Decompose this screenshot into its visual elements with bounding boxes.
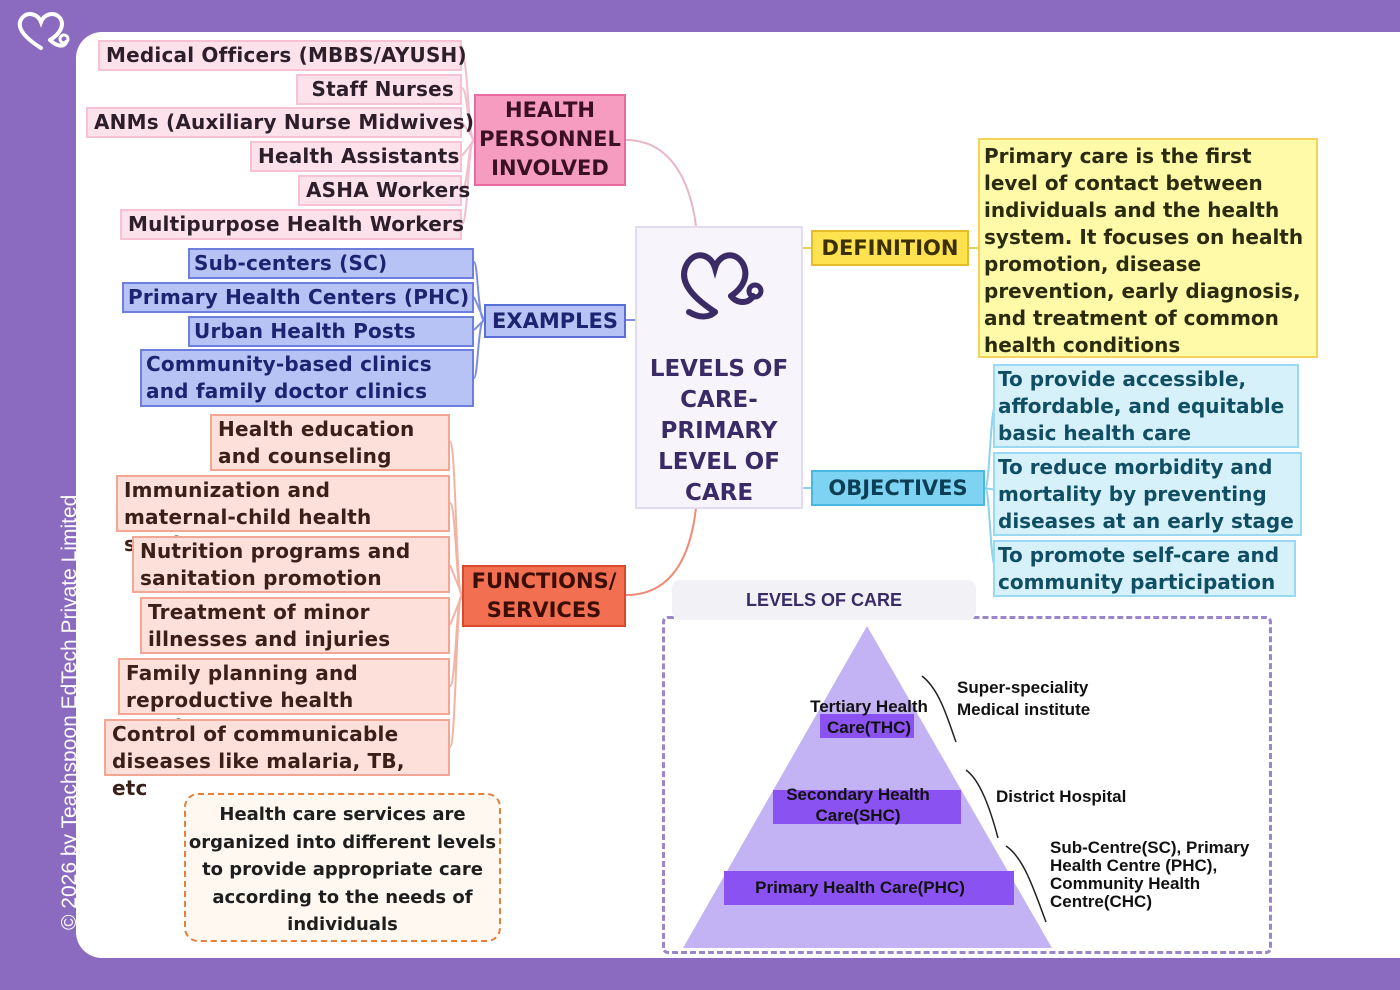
function-item: Nutrition programs and sanitation promot… (132, 536, 450, 593)
heart-logo-icon (17, 12, 70, 50)
info-note: Health care services are organized into … (184, 793, 501, 942)
function-item: Treatment of minor illnesses and injurie… (140, 597, 450, 654)
function-item: Family planning and reproductive health … (118, 658, 450, 739)
center-node: LEVELS OF CARE- PRIMARY LEVEL OF CARE (635, 226, 803, 509)
function-item: Control of communicable diseases like ma… (104, 719, 450, 800)
definition-text: Primary care is the first level of conta… (978, 138, 1318, 358)
objective-item: To reduce morbidity and mortality by pre… (993, 452, 1302, 536)
personnel-item: ASHA Workers (298, 175, 470, 206)
personnel-item: Medical Officers (MBBS/AYUSH) (98, 40, 467, 71)
center-title: LEVELS OF CARE- PRIMARY LEVEL OF CARE (649, 356, 789, 506)
personnel-item: Multipurpose Health Workers (120, 209, 464, 240)
objective-item: To promote self-care and community parti… (993, 540, 1296, 597)
functions-node: FUNCTIONS/ SERVICES (462, 565, 626, 627)
function-item: Health education and counseling (210, 414, 450, 471)
personnel-item: ANMs (Auxiliary Nurse Midwives) (86, 107, 474, 138)
tier-bar-tertiary (820, 714, 914, 738)
health-personnel-node: HEALTH PERSONNEL INVOLVED (474, 94, 626, 186)
facility-tertiary: Super-speciality Medical institute (957, 678, 1091, 719)
pyramid-shape (683, 626, 1052, 948)
example-item: Primary Health Centers (PHC) (122, 282, 474, 313)
levels-of-care-title: LEVELS OF CARE (672, 580, 976, 620)
objectives-node: OBJECTIVES (811, 470, 985, 506)
facility-primary: Sub-Centre(SC), Primary Health Centre (P… (1050, 838, 1250, 911)
objective-item: To provide accessible, affordable, and e… (993, 364, 1299, 448)
personnel-item: Health Assistants (250, 141, 462, 172)
example-item: Sub-centers (SC) (188, 248, 474, 279)
examples-node: EXAMPLES (484, 304, 626, 338)
facility-secondary: District Hospital (996, 787, 1127, 806)
definition-node: DEFINITION (811, 230, 969, 266)
example-item: Community-based clinics and family docto… (140, 349, 474, 407)
personnel-item: Staff Nurses (296, 74, 462, 105)
tier-bar-primary (724, 871, 1014, 905)
tier-label-primary: Primary Health Care(PHC) (755, 878, 965, 897)
tier-label-tertiary: Tertiary Health Care(THC) (810, 697, 928, 737)
function-item: Immunization and maternal-child health s… (116, 475, 450, 556)
example-item: Urban Health Posts (188, 316, 474, 347)
heart-stethoscope-icon (681, 252, 764, 320)
tier-label-secondary: Secondary Health Care(SHC) (786, 785, 930, 825)
tier-bar-secondary (773, 790, 961, 824)
